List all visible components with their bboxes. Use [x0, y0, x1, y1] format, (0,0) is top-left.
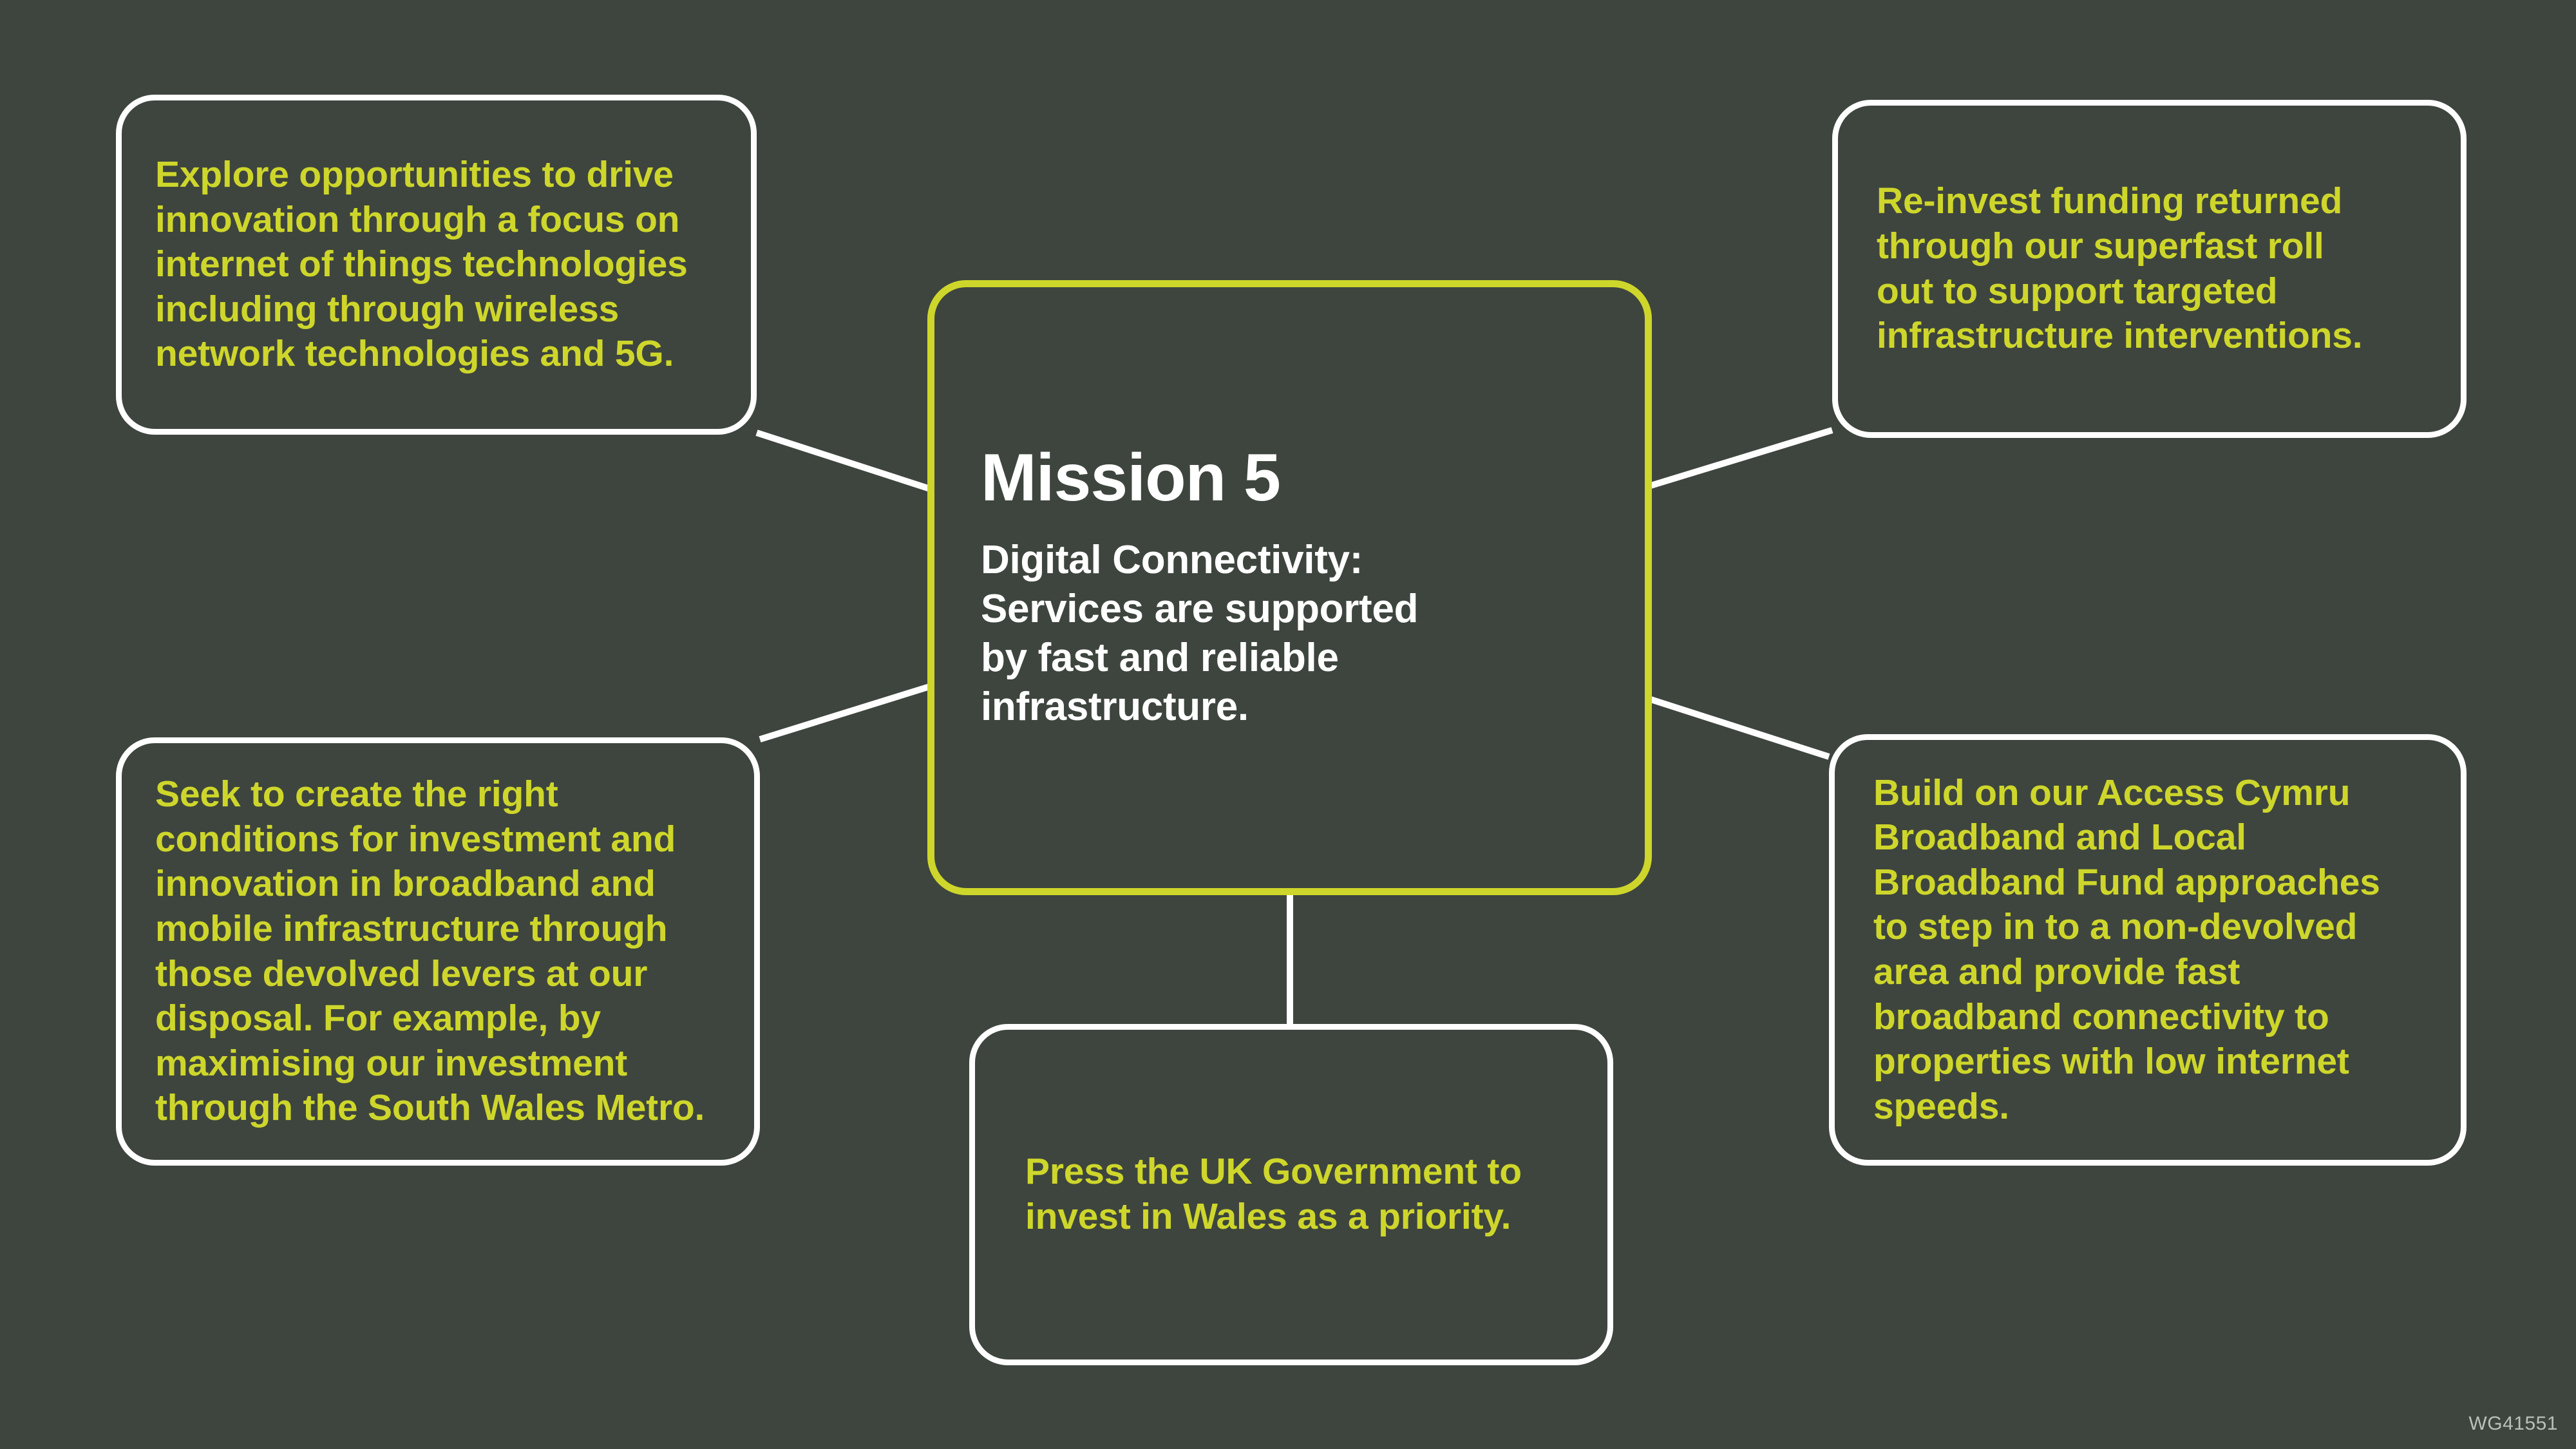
satellite-text-bottom-left: Seek to create the right conditions for … — [155, 773, 705, 1129]
satellite-box-top-left[interactable]: Explore opportunities to drive innovatio… — [116, 95, 757, 435]
satellite-box-bottom-center[interactable]: Press the UK Government to invest in Wal… — [969, 1024, 1613, 1365]
satellite-text-bottom-right: Build on our Access Cymru Broadband and … — [1873, 772, 2380, 1127]
central-mission-content: Mission 5 Digital Connectivity: Services… — [934, 443, 1645, 732]
satellite-box-top-right[interactable]: Re-invest funding returned through our s… — [1832, 100, 2467, 438]
satellite-text-bottom-center: Press the UK Government to invest in Wal… — [1025, 1151, 1522, 1237]
connector-bottom-right — [1647, 696, 1830, 760]
connector-bottom-left — [759, 683, 933, 743]
central-mission-box[interactable]: Mission 5 Digital Connectivity: Services… — [927, 280, 1652, 895]
satellite-text-top-right: Re-invest funding returned through our s… — [1877, 180, 2363, 357]
mission-subtitle: Digital Connectivity: Services are suppo… — [981, 537, 1419, 730]
satellite-text-top-left: Explore opportunities to drive innovatio… — [155, 154, 688, 375]
satellite-box-bottom-right[interactable]: Build on our Access Cymru Broadband and … — [1829, 734, 2467, 1166]
connector-top-left — [755, 430, 933, 493]
document-reference-code: WG41551 — [2468, 1413, 2558, 1434]
connector-top-right — [1647, 427, 1833, 489]
mission-title: Mission 5 — [981, 440, 1281, 516]
satellite-box-bottom-left[interactable]: Seek to create the right conditions for … — [116, 737, 760, 1166]
